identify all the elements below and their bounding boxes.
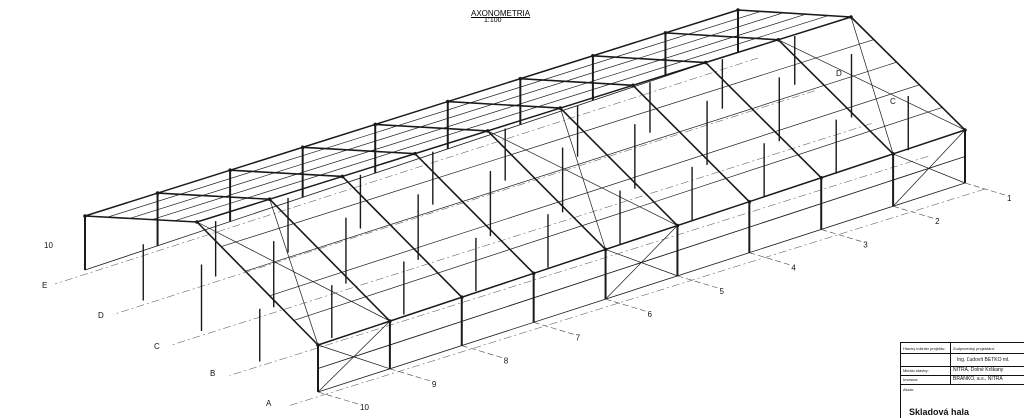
wall-brace-b-1	[605, 225, 678, 300]
longitudinal-member-2	[196, 16, 852, 223]
axis-label-10: 10	[360, 403, 369, 412]
frame-5-rafter-a	[559, 107, 679, 227]
axis-label-far-D: D	[836, 69, 842, 78]
longitudinal-member-3	[84, 9, 739, 217]
purlin-e-4	[107, 11, 761, 218]
responsible-designer-name: Ing. Ľudovít BETKO ml.	[957, 357, 1010, 363]
grid-line-3	[821, 229, 862, 242]
frame-4-rafter-e	[520, 77, 634, 87]
wall-brace-b-0	[892, 129, 966, 207]
grid-line-5	[677, 275, 718, 289]
axis-label-5: 5	[719, 287, 724, 296]
purlin-e-3	[129, 12, 784, 219]
frame-6-rafter-a	[487, 130, 607, 251]
frame-3-rafter-e	[592, 54, 706, 64]
grid-line-letter-2	[171, 123, 872, 346]
frame-7-rafter-e	[302, 146, 416, 155]
axis-label-far-10: 10	[44, 241, 53, 250]
frame-6-rafter-e	[375, 123, 488, 132]
grid-line-letter-0	[287, 188, 986, 407]
frame-1-rafter-a	[850, 16, 966, 131]
grid-line-10	[317, 391, 359, 405]
axis-label-2: 2	[935, 217, 940, 226]
building-name: Skladová hala	[909, 407, 970, 417]
purlin-a-4	[221, 39, 874, 247]
frame-1-rafter-e	[737, 9, 852, 18]
grid-line-2	[893, 205, 934, 219]
axis-label-E: E	[42, 281, 47, 290]
purlin-a-1	[293, 107, 943, 321]
frame-4-rafter-a	[632, 84, 750, 203]
axis-label-9: 9	[432, 380, 437, 389]
frame-2-rafter-a	[777, 39, 894, 155]
axis-label-B: B	[210, 369, 215, 378]
drawing-scale: 1:100	[484, 17, 502, 24]
grid-line-letter-4	[54, 57, 759, 285]
investor-label: Investor:	[903, 377, 919, 382]
grid-line-9	[389, 368, 430, 382]
grid-line-letter-1	[229, 156, 929, 376]
purlin-e-2	[152, 13, 806, 220]
axis-label-3: 3	[863, 240, 868, 249]
grid-axis-lines	[54, 57, 1006, 407]
axis-label-6: 6	[648, 310, 653, 319]
axis-label-8: 8	[504, 357, 509, 366]
title-block: Hlavný inžinier projektu: Zodpovedný pro…	[900, 342, 1024, 418]
axis-label-1: 1	[1007, 194, 1012, 203]
frame-10-rafter-a	[196, 221, 319, 346]
frame-3-rafter-a	[705, 61, 822, 179]
title-block-row-location: Miesto stavby: NITRA, Dolné Krškany	[901, 366, 1024, 376]
axis-label-far-C: C	[890, 97, 896, 106]
longitudinal-member-0	[317, 182, 966, 393]
investor-value: BRANKO, a.s., NITRA	[953, 376, 1003, 382]
frame-10-rafter-e	[84, 215, 198, 223]
longitudinal-member-1	[317, 129, 966, 346]
frame-8-rafter-e	[230, 169, 343, 178]
location-label: Miesto stavby:	[903, 368, 929, 373]
frame-9-rafter-e	[157, 192, 270, 201]
roof-brace-b-0	[850, 16, 894, 154]
longitudinal-member-4	[84, 51, 739, 271]
title-block-row-designer: Ing. Ľudovít BETKO ml.	[901, 353, 1024, 367]
frame-8-rafter-a	[341, 175, 463, 298]
purlin-a-3	[245, 61, 897, 272]
responsible-designer-label: Zodpovedný projektant:	[953, 346, 995, 351]
axis-label-4: 4	[791, 264, 796, 273]
purlin-a-2	[269, 84, 920, 297]
frame-2-rafter-e	[665, 32, 779, 41]
wall-brace-b-2	[317, 320, 391, 393]
steel-frames	[83, 8, 967, 393]
building-label: Akcia:	[903, 387, 914, 392]
purlin-e-1	[174, 15, 829, 222]
grid-line-4	[749, 252, 790, 265]
grid-line-7	[533, 322, 574, 335]
roof-brace-b-1	[559, 108, 606, 250]
grid-line-8	[461, 345, 502, 358]
roof-brace-b-2	[269, 199, 319, 346]
axis-label-D: D	[98, 311, 104, 320]
axis-label-A: A	[266, 399, 272, 408]
frame-9-rafter-a	[269, 198, 391, 322]
drawing-title: AXONOMETRIA	[471, 9, 531, 18]
chief-engineer-label: Hlavný inžinier projektu:	[903, 346, 946, 351]
axis-label-7: 7	[576, 333, 581, 342]
frame-7-rafter-a	[414, 153, 535, 274]
grid-line-6	[605, 298, 646, 312]
axis-label-C: C	[154, 342, 160, 351]
location-value: NITRA, Dolné Krškany	[953, 367, 1004, 373]
title-block-row-investor: Investor: BRANKO, a.s., NITRA	[901, 375, 1024, 385]
title-block-row-engineers: Hlavný inžinier projektu: Zodpovedný pro…	[901, 343, 1024, 354]
frame-5-rafter-e	[447, 100, 561, 109]
